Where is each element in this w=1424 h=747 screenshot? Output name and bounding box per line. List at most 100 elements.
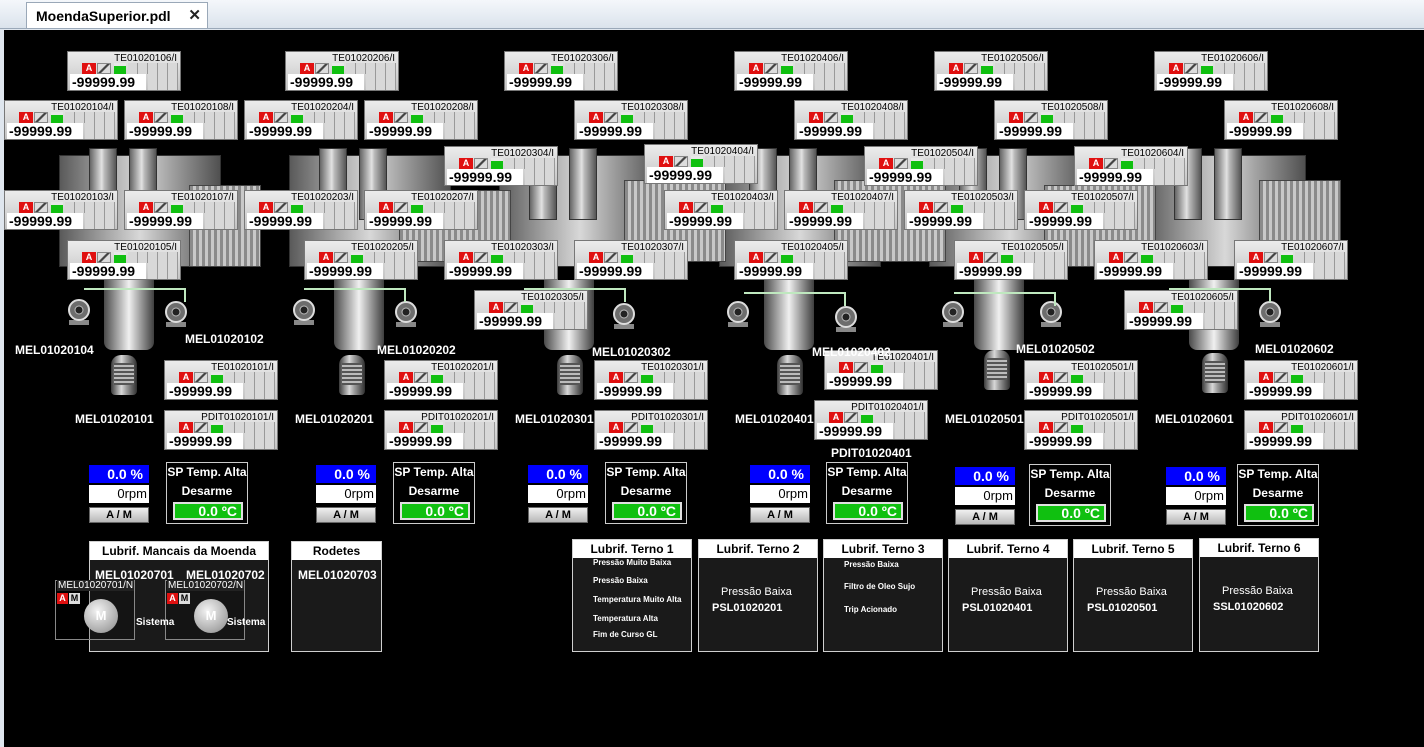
acknowledge-icon[interactable] xyxy=(34,202,48,213)
acknowledge-icon[interactable] xyxy=(624,372,638,383)
alarm-icon[interactable]: A xyxy=(969,252,983,263)
acknowledge-icon[interactable] xyxy=(844,412,858,423)
acknowledge-icon[interactable] xyxy=(604,252,618,263)
auto-indicator[interactable]: A xyxy=(167,593,178,604)
sp-value[interactable]: 0.0 ºC xyxy=(833,502,903,520)
tab-moenda-superior[interactable]: MoendaSuperior.pdl ✕ xyxy=(26,2,208,28)
alarm-icon[interactable]: A xyxy=(609,422,623,433)
alarm-icon[interactable]: A xyxy=(949,63,963,74)
alarm-icon[interactable]: A xyxy=(749,252,763,263)
alarm-icon[interactable]: A xyxy=(809,112,823,123)
sp-value[interactable]: 0.0 ºC xyxy=(173,502,243,520)
acknowledge-icon[interactable] xyxy=(624,422,638,433)
alarm-icon[interactable]: A xyxy=(829,412,843,423)
alarm-icon[interactable]: A xyxy=(749,63,763,74)
alarm-icon[interactable]: A xyxy=(300,63,314,74)
alarm-icon[interactable]: A xyxy=(399,422,413,433)
alarm-icon[interactable]: A xyxy=(379,202,393,213)
auto-indicator[interactable]: A xyxy=(57,593,68,604)
alarm-icon[interactable]: A xyxy=(839,362,853,373)
alarm-icon[interactable]: A xyxy=(19,202,33,213)
acknowledge-icon[interactable] xyxy=(824,112,838,123)
sp-value[interactable]: 0.0 ºC xyxy=(400,502,470,520)
alarm-icon[interactable]: A xyxy=(1169,63,1183,74)
acknowledge-icon[interactable] xyxy=(334,252,348,263)
acknowledge-icon[interactable] xyxy=(394,202,408,213)
alarm-icon[interactable]: A xyxy=(259,202,273,213)
close-icon[interactable]: ✕ xyxy=(188,7,201,24)
alarm-icon[interactable]: A xyxy=(139,202,153,213)
auto-manual-button[interactable]: A / M xyxy=(1166,509,1226,525)
alarm-icon[interactable]: A xyxy=(379,112,393,123)
acknowledge-icon[interactable] xyxy=(194,372,208,383)
sp-value[interactable]: 0.0 ºC xyxy=(612,502,682,520)
auto-manual-button[interactable]: A / M xyxy=(316,507,376,523)
acknowledge-icon[interactable] xyxy=(674,156,688,167)
acknowledge-icon[interactable] xyxy=(1274,422,1288,433)
alarm-icon[interactable]: A xyxy=(1249,252,1263,263)
acknowledge-icon[interactable] xyxy=(1054,202,1068,213)
acknowledge-icon[interactable] xyxy=(534,63,548,74)
alarm-icon[interactable]: A xyxy=(179,422,193,433)
acknowledge-icon[interactable] xyxy=(394,112,408,123)
acknowledge-icon[interactable] xyxy=(934,202,948,213)
acknowledge-icon[interactable] xyxy=(964,63,978,74)
acknowledge-icon[interactable] xyxy=(1054,372,1068,383)
acknowledge-icon[interactable] xyxy=(764,252,778,263)
alarm-icon[interactable]: A xyxy=(82,63,96,74)
acknowledge-icon[interactable] xyxy=(97,252,111,263)
alarm-icon[interactable]: A xyxy=(1009,112,1023,123)
motor-start-button[interactable]: M xyxy=(84,599,118,633)
alarm-icon[interactable]: A xyxy=(259,112,273,123)
motor-start-button[interactable]: M xyxy=(194,599,228,633)
acknowledge-icon[interactable] xyxy=(1124,252,1138,263)
alarm-icon[interactable]: A xyxy=(459,252,473,263)
auto-manual-button[interactable]: A / M xyxy=(955,509,1015,525)
alarm-icon[interactable]: A xyxy=(919,202,933,213)
alarm-icon[interactable]: A xyxy=(1109,252,1123,263)
acknowledge-icon[interactable] xyxy=(1184,63,1198,74)
alarm-icon[interactable]: A xyxy=(1139,302,1153,313)
acknowledge-icon[interactable] xyxy=(894,158,908,169)
acknowledge-icon[interactable] xyxy=(194,422,208,433)
alarm-icon[interactable]: A xyxy=(1239,112,1253,123)
alarm-icon[interactable]: A xyxy=(519,63,533,74)
auto-manual-button[interactable]: A / M xyxy=(528,507,588,523)
acknowledge-icon[interactable] xyxy=(504,302,518,313)
alarm-icon[interactable]: A xyxy=(879,158,893,169)
alarm-icon[interactable]: A xyxy=(679,202,693,213)
alarm-icon[interactable]: A xyxy=(1039,202,1053,213)
acknowledge-icon[interactable] xyxy=(604,112,618,123)
manual-indicator[interactable]: M xyxy=(69,593,80,604)
acknowledge-icon[interactable] xyxy=(315,63,329,74)
